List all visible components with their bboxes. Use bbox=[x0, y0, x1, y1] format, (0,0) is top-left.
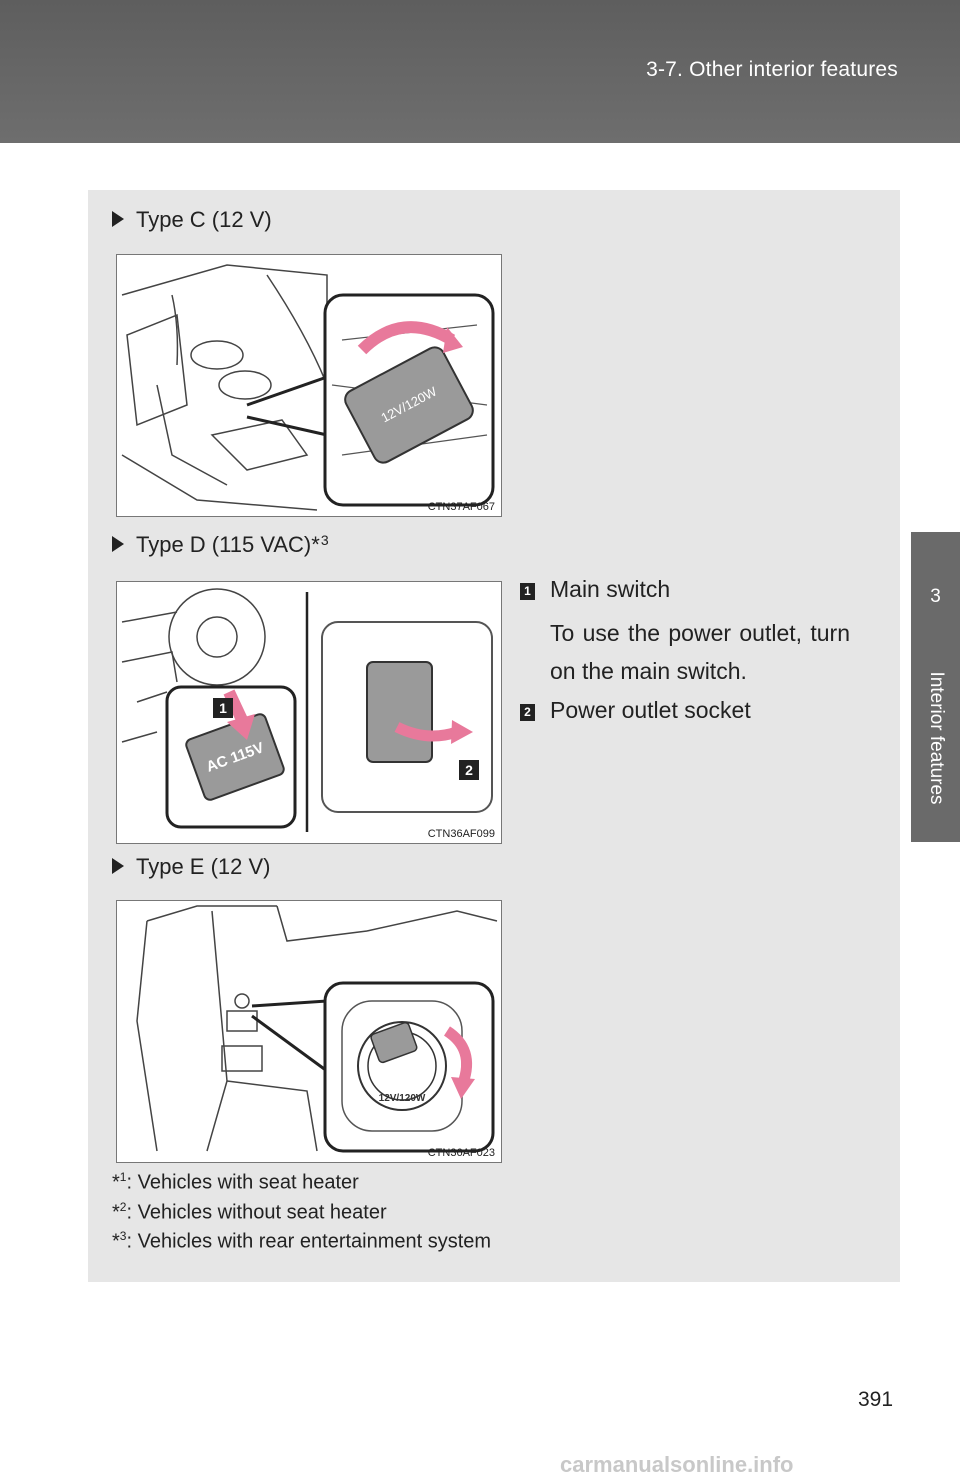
bullet-triangle-icon bbox=[112, 536, 124, 552]
bullet-triangle-icon bbox=[112, 858, 124, 874]
figure-code: CTN36AF023 bbox=[427, 1147, 495, 1159]
number-badge-2: 2 bbox=[520, 704, 535, 721]
footnote-1: *1: Vehicles with seat heater bbox=[112, 1170, 359, 1194]
page-header: 3-7. Other interior features bbox=[0, 0, 960, 143]
main-switch-illustration: AC 115V 1 2 bbox=[121, 588, 493, 832]
legend-item-power-outlet-socket: Power outlet socket bbox=[550, 697, 751, 723]
section-title: 3-7. Other interior features bbox=[646, 58, 898, 81]
legend-description: To use the power outlet, turn on the mai… bbox=[550, 620, 850, 684]
chapter-label: Interior features bbox=[926, 671, 947, 805]
figure-type-d: AC 115V 1 2 CTN36AF099 bbox=[116, 581, 502, 844]
number-badge-1: 1 bbox=[520, 583, 535, 600]
footnote-2: *2: Vehicles without seat heater bbox=[112, 1200, 387, 1224]
heading-type-d: Type D (115 VAC)*3 bbox=[112, 532, 329, 558]
cargo-outlet-illustration: 12V/120W bbox=[136, 905, 498, 1153]
figure-code: CTN36AF099 bbox=[427, 828, 495, 840]
socket-label: 12V/120W bbox=[379, 1093, 426, 1104]
heading-type-c: Type C (12 V) bbox=[112, 207, 272, 233]
svg-text:1: 1 bbox=[219, 700, 227, 716]
legend-item-main-switch: Main switch bbox=[550, 576, 671, 602]
heading-type-e: Type E (12 V) bbox=[112, 854, 271, 880]
figure-type-e: 12V/120W CTN36AF023 bbox=[116, 900, 502, 1163]
watermark: carmanualsonline.info bbox=[560, 1452, 794, 1477]
svg-text:2: 2 bbox=[465, 762, 473, 778]
footnote-3: *3: Vehicles with rear entertainment sys… bbox=[112, 1229, 492, 1253]
console-outlet-illustration: 12V/120W bbox=[121, 264, 495, 511]
chapter-number: 3 bbox=[930, 586, 941, 607]
page-number: 391 bbox=[858, 1388, 894, 1411]
bullet-triangle-icon bbox=[112, 211, 124, 227]
figure-type-c: 12V/120W CTN37AF067 bbox=[116, 254, 502, 517]
figure-code: CTN37AF067 bbox=[427, 501, 495, 513]
chapter-tab bbox=[911, 532, 960, 842]
